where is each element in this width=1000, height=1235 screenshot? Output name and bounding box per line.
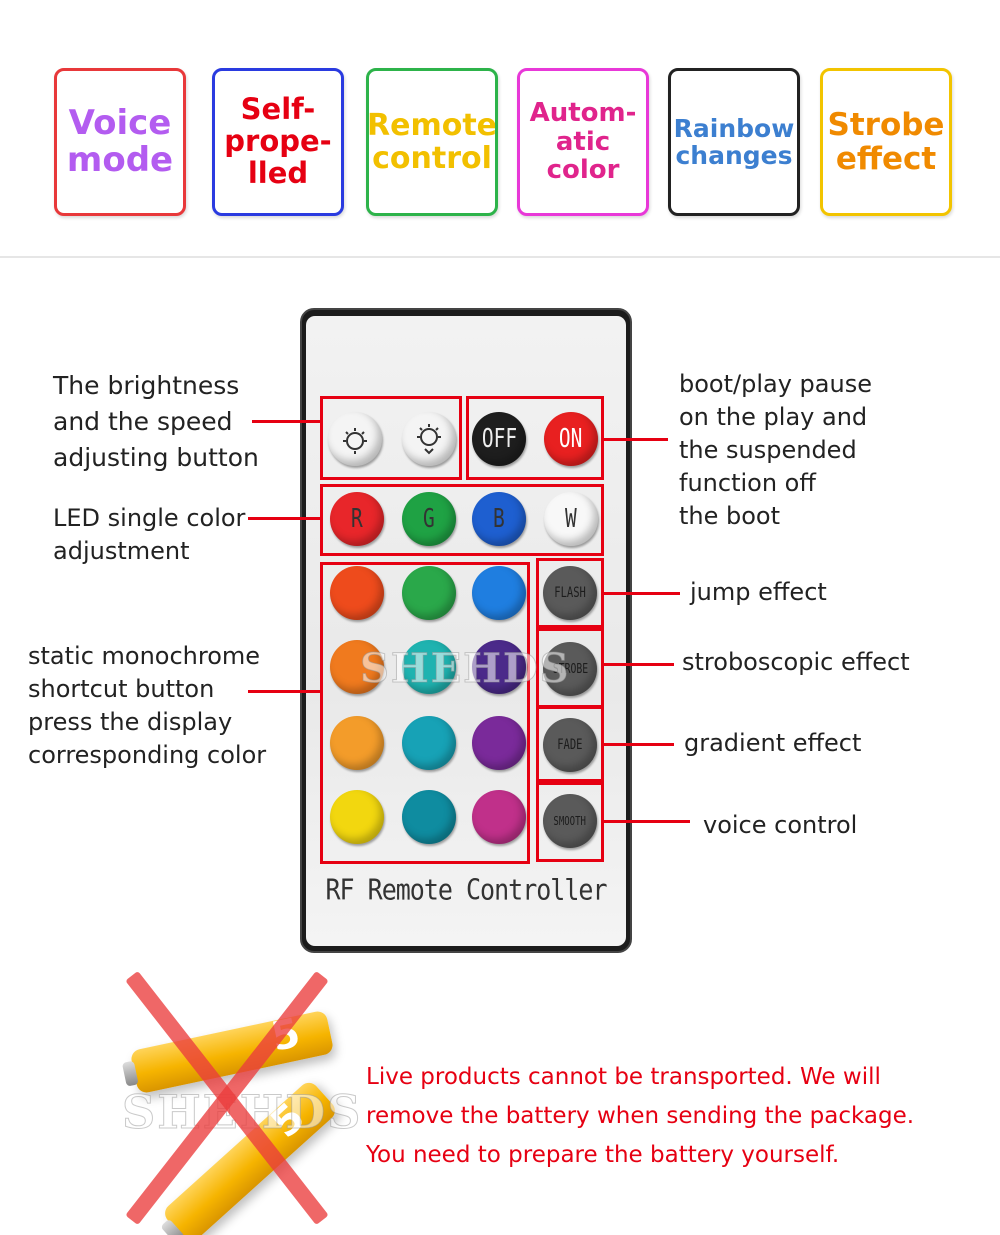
boot-label: boot/play pause on the play and the susp… <box>679 370 872 530</box>
notice-line-1: Live products cannot be transported. We … <box>366 1064 881 1090</box>
color-button-8[interactable] <box>402 716 456 770</box>
jump-connector <box>604 592 680 595</box>
red-button[interactable]: R <box>330 492 384 546</box>
strobe-button[interactable]: STROBE <box>543 642 597 696</box>
mode-automatic-color: Autom- atic color <box>517 68 649 216</box>
color-button-1[interactable] <box>330 566 384 620</box>
color-grid-highlight <box>320 562 530 864</box>
remote-title: RF Remote Controller <box>325 872 607 907</box>
speed-button[interactable] <box>402 412 456 466</box>
gradient-label: gradient effect <box>684 729 862 757</box>
color-button-10[interactable] <box>330 790 384 844</box>
remote-watermark: SHEHDS <box>360 645 571 693</box>
off-button[interactable]: OFF <box>472 412 526 466</box>
mode-self-propelled: Self- prope- lled <box>212 68 344 216</box>
static-label: static monochrome shortcut button press … <box>28 642 267 769</box>
fade-button[interactable]: FADE <box>543 718 597 772</box>
stroboscopic-connector <box>604 663 674 666</box>
green-button[interactable]: G <box>402 492 456 546</box>
color-button-11[interactable] <box>402 790 456 844</box>
brightness-button[interactable] <box>328 412 382 466</box>
mode-remote-control: Remote control <box>366 68 498 216</box>
brightness-label: The brightness and the speed adjusting b… <box>53 371 259 472</box>
gradient-connector <box>604 743 674 746</box>
mode-strobe: Strobe effect <box>820 68 952 216</box>
notice-line-2: remove the battery when sending the pack… <box>366 1103 915 1129</box>
fade-highlight <box>536 706 604 782</box>
color-button-3[interactable] <box>472 566 526 620</box>
color-button-5[interactable] <box>402 640 456 694</box>
single-color-connector <box>248 517 322 520</box>
battery-terminal <box>121 1060 139 1087</box>
jump-label: jump effect <box>690 578 827 606</box>
divider <box>0 256 1000 258</box>
voice-label: voice control <box>703 811 858 839</box>
sun-up-icon <box>343 428 367 454</box>
battery-notice: Live products cannot be transported. We … <box>366 1058 976 1175</box>
battery-terminal <box>160 1218 186 1235</box>
on-button[interactable]: ON <box>544 412 598 466</box>
brightness-connector <box>252 420 322 423</box>
flash-highlight <box>536 558 604 628</box>
smooth-button[interactable]: SMOOTH <box>543 794 597 848</box>
color-button-4[interactable] <box>330 640 384 694</box>
flash-button[interactable]: FLASH <box>543 566 597 620</box>
voice-connector <box>604 820 690 823</box>
color-button-6[interactable] <box>472 640 526 694</box>
static-connector <box>248 690 322 693</box>
notice-line-3: You need to prepare the battery yourself… <box>366 1142 840 1168</box>
sun-down-icon <box>417 424 441 455</box>
mode-voice: Voice mode <box>54 68 186 216</box>
mode-rainbow: Rainbow changes <box>668 68 800 216</box>
brightness-speed-highlight <box>320 396 462 480</box>
color-button-12[interactable] <box>472 790 526 844</box>
stroboscopic-label: stroboscopic effect <box>682 648 910 676</box>
rgbw-highlight <box>320 484 604 556</box>
blue-button[interactable]: B <box>472 492 526 546</box>
smooth-highlight <box>536 782 604 862</box>
white-button[interactable]: W <box>544 492 598 546</box>
color-button-7[interactable] <box>330 716 384 770</box>
power-highlight <box>466 396 604 480</box>
boot-connector <box>604 438 668 441</box>
single-color-label: LED single color adjustment <box>53 504 246 565</box>
color-button-2[interactable] <box>402 566 456 620</box>
color-button-9[interactable] <box>472 716 526 770</box>
